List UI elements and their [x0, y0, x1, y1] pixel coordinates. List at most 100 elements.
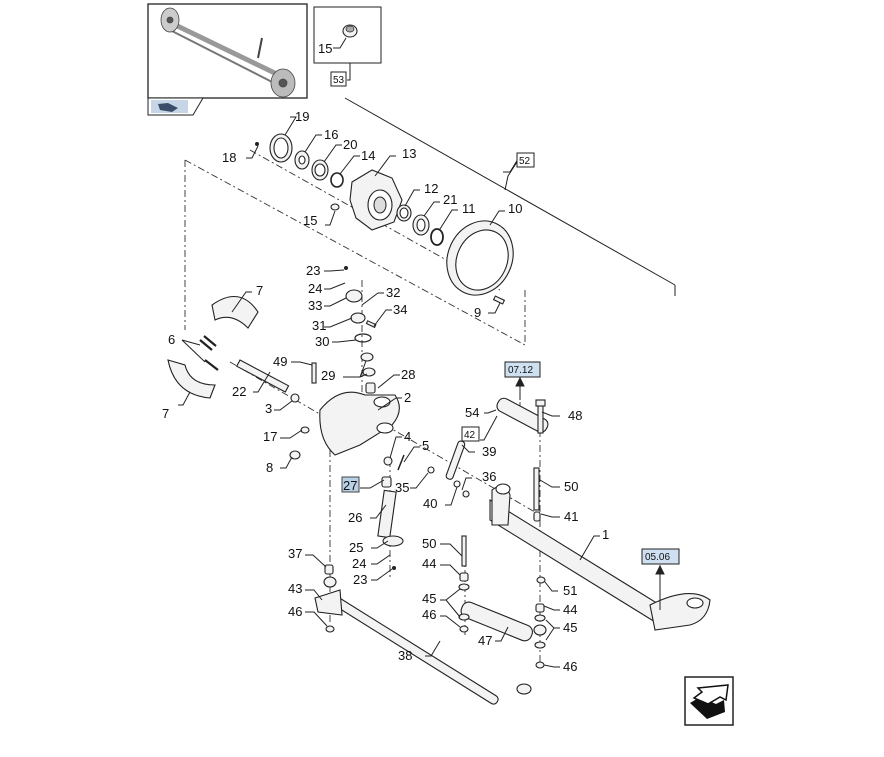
label-4: 4: [404, 429, 411, 444]
oring-30: [354, 333, 372, 343]
label-34: 34: [393, 302, 407, 317]
label-35: 35: [395, 480, 409, 495]
label-28: 28: [401, 367, 415, 382]
nut-46b: [459, 625, 469, 633]
label-1: 1: [602, 527, 609, 542]
label-38: 38: [398, 648, 412, 663]
label-16: 16: [324, 127, 338, 142]
label-50-upper: 50: [564, 479, 578, 494]
label-30: 30: [315, 334, 329, 349]
cross-ref-07-12[interactable]: 07.12: [504, 361, 541, 400]
label-17: 17: [263, 429, 277, 444]
label-48: 48: [568, 408, 582, 423]
label-11: 11: [462, 201, 476, 216]
bushing-27: [381, 476, 392, 488]
label-32: 32: [386, 285, 400, 300]
label-33: 33: [308, 298, 322, 313]
cross-ref-05-06[interactable]: 05.06: [641, 548, 680, 610]
label-46-left: 46: [288, 604, 302, 619]
kingpin-parts: [289, 266, 405, 570]
nut-3: [290, 393, 300, 403]
label-19: 19: [295, 109, 309, 124]
washer-35: [427, 466, 435, 474]
label-41: 41: [564, 509, 578, 524]
hub-parts: [255, 133, 514, 305]
label-27: 27: [343, 478, 357, 493]
plug-8: [289, 450, 301, 460]
label-45-right: 45: [563, 620, 577, 635]
bushing-37: [324, 564, 334, 575]
ref-52-box[interactable]: [516, 152, 535, 168]
bolt-50-upper: [533, 467, 540, 511]
bushing-44b: [535, 603, 545, 613]
svg-text:42: 42: [464, 430, 476, 441]
bushing-33: [345, 289, 363, 303]
svg-text:07.12: 07.12: [508, 365, 533, 376]
label-39: 39: [482, 444, 496, 459]
label-46-right: 46: [563, 659, 577, 674]
washer-25: [382, 535, 404, 547]
inset-part-label: 15: [318, 41, 332, 56]
axle-beam: [489, 467, 711, 631]
pivot-pin: [496, 397, 549, 434]
brake-parts: [167, 296, 317, 403]
label-51: 51: [563, 583, 577, 598]
washer-45a: [458, 583, 470, 591]
pin-54: [496, 397, 549, 433]
svg-text:05.06: 05.06: [645, 552, 670, 563]
label-8: 8: [266, 460, 273, 475]
label-10: 10: [508, 201, 522, 216]
label-5: 5: [422, 438, 429, 453]
label-2: 2: [404, 390, 411, 405]
ref-42[interactable]: 42: [461, 426, 480, 442]
label-14: 14: [361, 148, 375, 163]
grease-fitting-18: [255, 142, 259, 146]
leader-lines: [178, 116, 600, 668]
bushing-44a: [459, 572, 469, 582]
nut-46c: [535, 661, 545, 669]
screw-9: [492, 295, 506, 305]
label-21: 21: [443, 192, 457, 207]
label-40: 40: [423, 496, 437, 511]
label-37: 37: [288, 546, 302, 561]
ring-14: [330, 172, 344, 188]
ref-53: 53: [333, 75, 345, 86]
label-23-upper: 23: [306, 263, 320, 278]
next-view-button[interactable]: [684, 676, 734, 726]
clip-17: [300, 426, 310, 434]
nipple-36: [462, 490, 470, 498]
nut-15: [330, 203, 340, 211]
label-45-left: 45: [422, 591, 436, 606]
label-12: 12: [424, 181, 438, 196]
overview-thumbnail[interactable]: [147, 3, 308, 116]
label-6: 6: [168, 332, 175, 347]
label-20: 20: [343, 137, 357, 152]
label-22: 22: [232, 384, 246, 399]
pin-34: [365, 320, 377, 329]
brake-shoe-7-lower: [167, 359, 216, 399]
forward-arrow-icon: [690, 684, 729, 719]
nut-51: [536, 576, 546, 584]
bushing-41: [533, 511, 541, 522]
label-44-right: 44: [563, 602, 577, 617]
label-36: 36: [482, 469, 496, 484]
tie-rod-and-cylinder: [314, 535, 547, 705]
highlighted-part-27[interactable]: [341, 476, 360, 493]
label-15: 15: [303, 213, 317, 228]
inset-box: 15 53: [313, 6, 382, 87]
pin-5: [397, 454, 405, 471]
bearing-31: [350, 312, 366, 324]
brake-shoe-7-upper: [211, 296, 259, 329]
group-bracket-52: 52: [344, 97, 676, 296]
ref-53-box[interactable]: [330, 71, 347, 87]
washer-45b: [534, 614, 546, 622]
label-18: 18: [222, 150, 236, 165]
washer-40: [453, 480, 461, 488]
nut-4: [383, 456, 393, 466]
label-29: 29: [321, 368, 335, 383]
label-3: 3: [265, 401, 272, 416]
label-7-upper: 7: [256, 283, 263, 298]
label-31: 31: [312, 318, 326, 333]
label-26: 26: [348, 510, 362, 525]
